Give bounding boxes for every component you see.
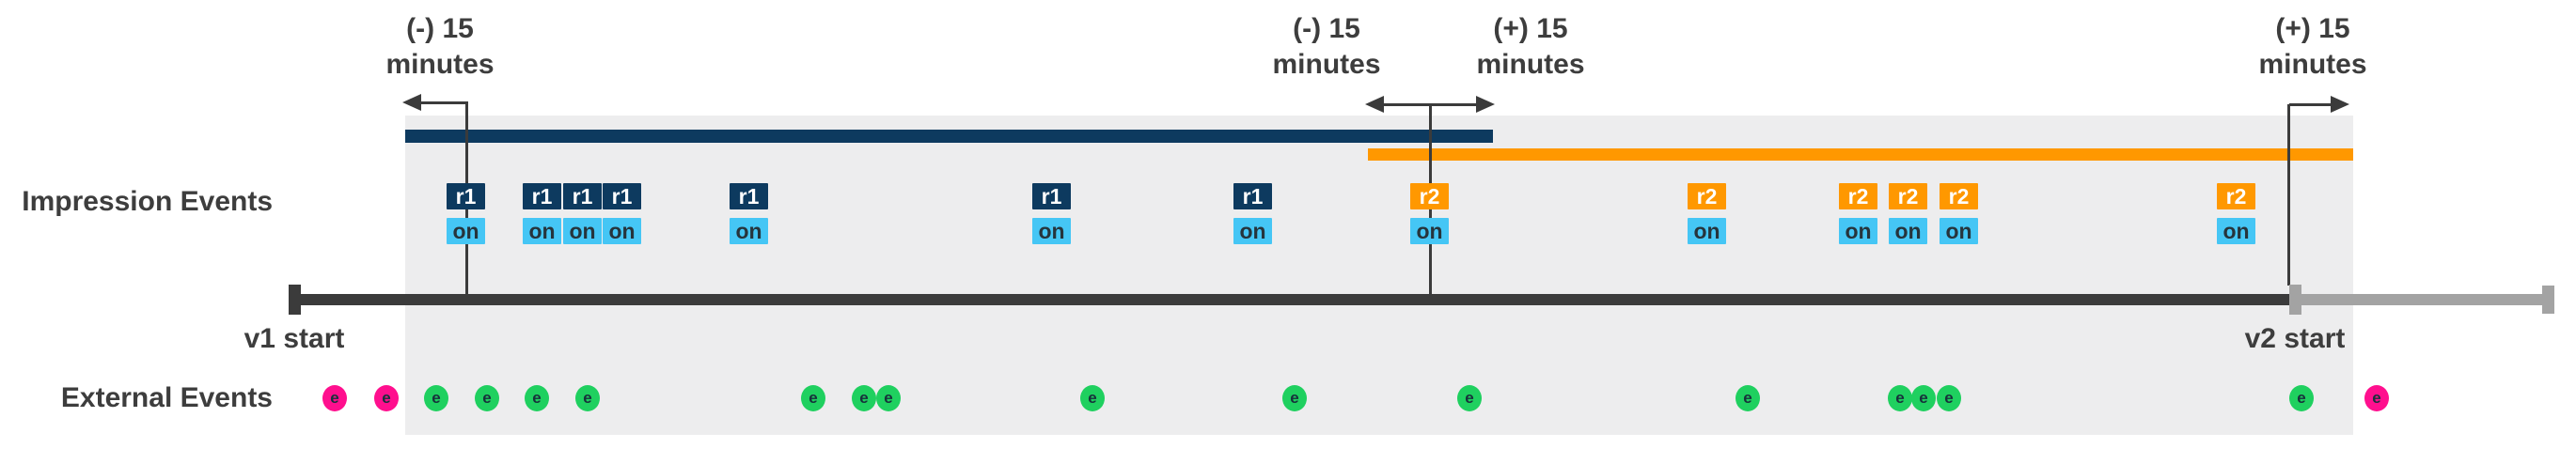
arrow-right-icon [1476, 96, 1495, 113]
impression-event-r2: r2 on [1839, 183, 1877, 244]
external-event-dot-green: e [424, 385, 448, 411]
offset-label-minus15-mid: (-) 15 minutes [1223, 11, 1430, 83]
impression-status-badge: on [447, 218, 485, 244]
impression-event-r2: r2 on [1940, 183, 1978, 244]
impression-tag: r1 [523, 183, 561, 209]
offset-label-line2: minutes [1272, 49, 1381, 80]
impression-event-r2: r2 on [1889, 183, 1927, 244]
impression-tag: r1 [563, 183, 602, 209]
external-event-dot-green: e [876, 385, 901, 411]
v2-start-label: v2 start [2244, 323, 2346, 354]
offset-arrow-shaft [417, 101, 468, 104]
impression-status-badge: on [563, 218, 602, 244]
offset-label-plus15-mid: (+) 15 minutes [1427, 11, 1634, 83]
external-event-dot-green: e [852, 385, 876, 411]
external-event-dot-green: e [575, 385, 600, 411]
impression-status-badge: on [603, 218, 641, 244]
offset-label-line2: minutes [385, 49, 495, 80]
impression-tag: r1 [730, 183, 768, 209]
impression-event-r2: r2 on [2217, 183, 2255, 244]
impression-status-badge: on [1032, 218, 1071, 244]
arrow-left-icon [402, 94, 421, 111]
impression-status-badge: on [730, 218, 768, 244]
external-event-dot-pink: e [374, 385, 399, 411]
external-event-dot-pink: e [322, 385, 347, 411]
impression-event-r1: r1 on [603, 183, 641, 244]
offset-arrow-shaft [2289, 103, 2333, 106]
timeline-v2-segment [2289, 294, 2554, 305]
r2-active-window-bar [1368, 148, 2353, 161]
impression-tag: r2 [1688, 183, 1726, 209]
offset-label-line1: (+) 15 [1493, 13, 1568, 44]
impression-tag: r2 [1940, 183, 1978, 209]
impression-event-r1: r1 on [730, 183, 768, 244]
impression-status-badge: on [1233, 218, 1272, 244]
external-event-dot-green: e [1911, 385, 1936, 411]
offset-label-line2: minutes [2258, 49, 2367, 80]
offset-arrow-shaft [1380, 103, 1478, 106]
external-event-dot-green: e [801, 385, 825, 411]
external-events-row-label: External Events [60, 382, 273, 413]
external-event-dot-green: e [1736, 385, 1760, 411]
external-event-dot-green: e [1457, 385, 1482, 411]
v1-start-label: v1 start [243, 323, 345, 354]
impression-tag: r1 [1032, 183, 1071, 209]
impression-status-badge: on [1889, 218, 1927, 244]
offset-label-line1: (-) 15 [406, 13, 474, 44]
impression-event-r1: r1 on [563, 183, 602, 244]
v1-start-cap [289, 285, 301, 315]
impression-event-r2: r2 on [1688, 183, 1726, 244]
impression-tag: r1 [1233, 183, 1272, 209]
external-event-dot-green: e [1080, 385, 1105, 411]
external-event-dot-green: e [475, 385, 499, 411]
impression-events-row-label: Impression Events [22, 186, 273, 217]
offset-label-plus15-right: (+) 15 minutes [2209, 11, 2416, 83]
impression-tag: r2 [1839, 183, 1877, 209]
impression-event-r1: r1 on [447, 183, 485, 244]
external-event-dot-green: e [525, 385, 549, 411]
arrow-right-icon [2331, 96, 2349, 113]
offset-label-line1: (+) 15 [2275, 13, 2350, 44]
impression-status-badge: on [2217, 218, 2255, 244]
impression-event-r2: r2 on [1410, 183, 1449, 244]
impression-tag: r2 [1410, 183, 1449, 209]
external-event-dot-green: e [1937, 385, 1961, 411]
impression-tag: r1 [447, 183, 485, 209]
impression-event-r1: r1 on [1233, 183, 1272, 244]
timeline-end-cap [2542, 286, 2554, 314]
impression-tag: r2 [1889, 183, 1927, 209]
impression-status-badge: on [1410, 218, 1449, 244]
external-event-dot-green: e [1282, 385, 1307, 411]
r1-active-window-bar [405, 130, 1493, 143]
impression-tag: r2 [2217, 183, 2255, 209]
guide-line-v2-offset [2287, 104, 2290, 286]
offset-label-line2: minutes [1476, 49, 1585, 80]
external-event-dot-pink: e [2364, 385, 2389, 411]
timeline-v1-segment [289, 294, 2289, 305]
impression-status-badge: on [1940, 218, 1978, 244]
impression-tag: r1 [603, 183, 641, 209]
arrow-left-icon [1365, 96, 1384, 113]
offset-label-minus15-left: (-) 15 minutes [337, 11, 543, 83]
impression-status-badge: on [1688, 218, 1726, 244]
impression-status-badge: on [1839, 218, 1877, 244]
impression-event-r1: r1 on [1032, 183, 1071, 244]
offset-label-line1: (-) 15 [1293, 13, 1360, 44]
analysis-window-region [405, 116, 2353, 435]
v2-start-cap [2289, 285, 2301, 315]
impression-status-badge: on [523, 218, 561, 244]
external-event-dot-green: e [2289, 385, 2314, 411]
external-event-dot-green: e [1888, 385, 1912, 411]
impression-event-r1: r1 on [523, 183, 561, 244]
